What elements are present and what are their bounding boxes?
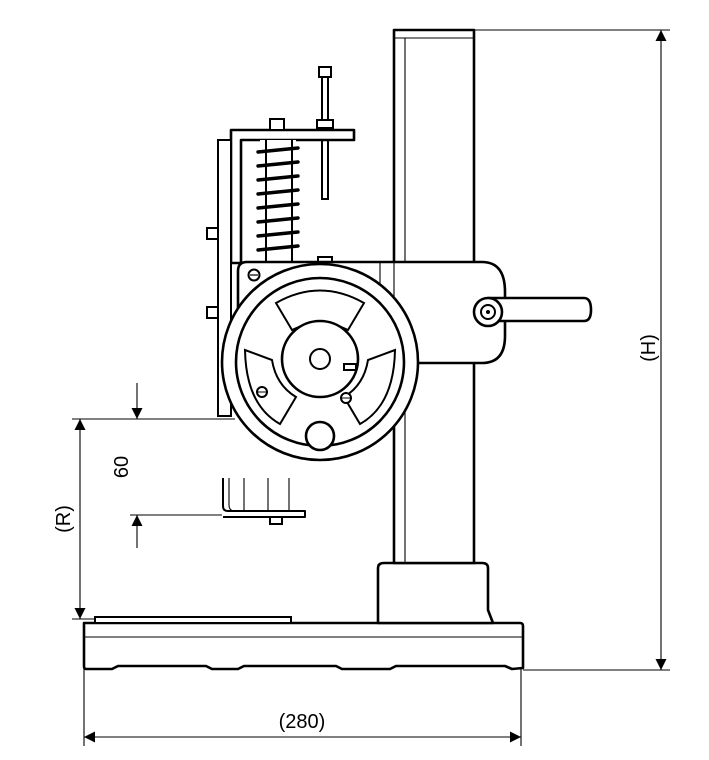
handwheel	[220, 262, 420, 462]
tool-holder	[222, 478, 306, 525]
base	[82, 561, 525, 671]
column-foot	[376, 561, 495, 625]
width-dimension: (280)	[83, 669, 522, 746]
side-screw-bottom	[206, 306, 219, 319]
return-spring	[256, 140, 333, 264]
reach-dimension: (R)	[53, 418, 132, 620]
height-dimension: (H)	[474, 29, 670, 671]
clamp-lever	[472, 296, 593, 328]
stroke-label: 60	[111, 456, 133, 478]
width-label: (280)	[279, 711, 326, 733]
base-plate	[94, 616, 292, 624]
side-screw-top	[206, 227, 219, 240]
reach-label: (R)	[53, 505, 75, 533]
height-label: (H)	[638, 334, 660, 362]
stroke-dimension: 60	[111, 383, 235, 548]
